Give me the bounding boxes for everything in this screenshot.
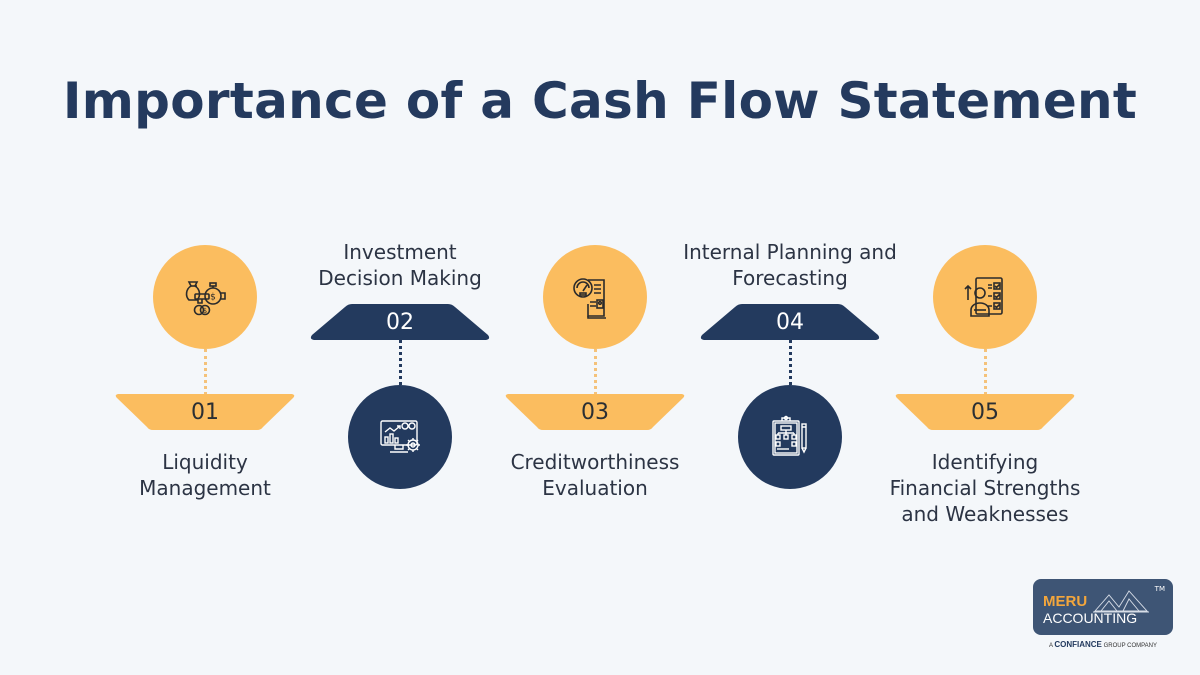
tagline-prefix: A bbox=[1048, 643, 1053, 649]
trademark: TM bbox=[1154, 585, 1165, 593]
step-01-circle: $ $ bbox=[153, 245, 257, 349]
step-01-number: 01 bbox=[191, 399, 219, 425]
step-05-number: 05 bbox=[971, 399, 999, 425]
step-05-connector bbox=[984, 349, 987, 395]
page-title: Importance of a Cash Flow Statement bbox=[62, 72, 1138, 130]
step-02-connector bbox=[399, 340, 402, 385]
person-checklist-icon bbox=[964, 277, 1003, 317]
svg-text:$: $ bbox=[210, 293, 216, 303]
label-line: Investment bbox=[343, 240, 457, 264]
step-02-circle bbox=[348, 385, 452, 489]
step-03-number: 03 bbox=[581, 399, 609, 425]
logo-line2: ACCOUNTING bbox=[1043, 610, 1138, 626]
logo-line1: MERU bbox=[1043, 593, 1088, 610]
label-line: Evaluation bbox=[542, 476, 648, 500]
step-04-label: Internal Planning and Forecasting bbox=[660, 239, 920, 291]
label-line: Decision Making bbox=[318, 266, 482, 290]
step-05-number-badge: 05 bbox=[895, 394, 1075, 430]
step-02-label: Investment Decision Making bbox=[280, 239, 520, 291]
label-line: Internal Planning and bbox=[683, 240, 897, 264]
tagline-brand: CONFIANCE bbox=[1054, 640, 1102, 649]
step-04-number-badge: 04 bbox=[700, 304, 880, 340]
monitor-analytics-icon bbox=[380, 420, 420, 453]
step-04-circle bbox=[738, 385, 842, 489]
step-05-label: Identifying Financial Strengths and Weak… bbox=[865, 449, 1105, 527]
step-05-circle bbox=[933, 245, 1037, 349]
step-03-label: Creditworthiness Evaluation bbox=[475, 449, 715, 501]
step-01-label: Liquidity Management bbox=[85, 449, 325, 501]
label-line: Creditworthiness bbox=[510, 450, 680, 474]
label-line: Liquidity bbox=[162, 450, 248, 474]
label-line: Management bbox=[139, 476, 271, 500]
step-01-connector bbox=[204, 349, 207, 395]
label-line: Identifying bbox=[931, 450, 1039, 474]
label-line: Forecasting bbox=[732, 266, 848, 290]
step-04-number: 04 bbox=[776, 309, 804, 335]
label-line: and Weaknesses bbox=[901, 502, 1069, 526]
credit-score-document-icon bbox=[573, 278, 606, 319]
tagline-suffix: GROUP COMPANY bbox=[1103, 643, 1158, 649]
meru-accounting-logo: TM MERU ACCOUNTING bbox=[1033, 579, 1173, 635]
step-03-connector bbox=[594, 349, 597, 395]
step-03-number-badge: 03 bbox=[505, 394, 685, 430]
mountain-logo-icon bbox=[1093, 590, 1149, 613]
label-line: Financial Strengths bbox=[889, 476, 1081, 500]
step-02-number-badge: 02 bbox=[310, 304, 490, 340]
svg-text:$: $ bbox=[203, 307, 207, 315]
logo-tagline: A CONFIANCE GROUP COMPANY bbox=[1033, 640, 1173, 649]
step-03-circle bbox=[543, 245, 647, 349]
step-02-number: 02 bbox=[386, 309, 414, 335]
clipboard-plan-icon bbox=[772, 415, 807, 456]
money-tap-icon: $ $ bbox=[185, 281, 226, 316]
step-04-connector bbox=[789, 340, 792, 385]
step-01-number-badge: 01 bbox=[115, 394, 295, 430]
